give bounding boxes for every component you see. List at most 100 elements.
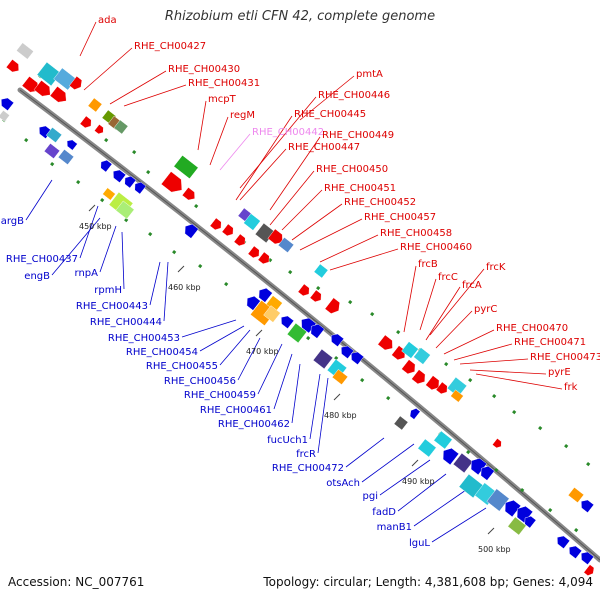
- gene-label-forward[interactable]: RHE_CH00445: [294, 109, 366, 120]
- leader-line: [379, 459, 431, 496]
- gene-label-reverse[interactable]: RHE_CH00459: [184, 390, 256, 401]
- gene-feature: [377, 334, 393, 351]
- gene-label-reverse[interactable]: RHE_CH00472: [272, 463, 344, 474]
- gene-label-forward[interactable]: RHE_CH00457: [364, 212, 436, 223]
- gene-label-forward[interactable]: frk: [564, 382, 578, 393]
- gene-label-forward[interactable]: mcpT: [208, 94, 237, 105]
- leader-line: [269, 170, 315, 226]
- gene-feature: [480, 465, 495, 481]
- gene-label-forward[interactable]: frcA: [462, 280, 482, 291]
- track-marker: [520, 487, 525, 493]
- track-marker: [468, 377, 473, 383]
- leader-line: [397, 473, 447, 512]
- gene-feature: [417, 438, 437, 458]
- gene-feature: [581, 551, 595, 565]
- gene-feature: [569, 545, 583, 559]
- gene-label-forward[interactable]: RHE_CH00473: [530, 352, 600, 363]
- track-marker: [100, 198, 105, 203]
- gene-label-forward[interactable]: ada: [98, 15, 117, 26]
- gene-feature: [557, 535, 571, 549]
- leader-line: [121, 231, 125, 290]
- gene-label-forward[interactable]: RHE_CH00450: [316, 164, 388, 175]
- backbone-arc-core: [19, 89, 600, 561]
- gene-feature: [446, 376, 468, 398]
- gene-feature: [221, 223, 234, 237]
- gene-label-reverse[interactable]: frcR: [296, 449, 316, 460]
- track-marker: [348, 300, 353, 305]
- tick-mark: [333, 393, 341, 401]
- tick-mark: [255, 329, 263, 337]
- leader-line: [79, 205, 99, 259]
- gene-label-reverse[interactable]: RHE_CH00444: [90, 317, 162, 328]
- gene-label-reverse[interactable]: argB: [1, 216, 24, 227]
- gene-label-forward[interactable]: RHE_CH00427: [134, 41, 206, 52]
- gene-feature: [246, 295, 261, 311]
- gene-feature: [173, 155, 199, 179]
- leader-line: [237, 337, 261, 381]
- gene-label-reverse[interactable]: otsAch: [326, 478, 360, 489]
- gene-feature: [258, 287, 273, 303]
- gene-label-forward[interactable]: RHE_CH00431: [188, 78, 260, 89]
- gene-feature: [209, 217, 222, 231]
- gene-label-reverse[interactable]: RHE_CH00454: [126, 347, 198, 358]
- leader-line: [209, 116, 229, 166]
- gene-label-forward[interactable]: RHE_CH00447: [288, 142, 360, 153]
- gene-label-forward[interactable]: RHE_CH00449: [322, 130, 394, 141]
- gene-label-forward[interactable]: RHE_CH00460: [400, 242, 472, 253]
- gene-feature: [583, 564, 595, 576]
- gene-label-forward[interactable]: RHE_CH00471: [514, 337, 586, 348]
- gene-label-reverse[interactable]: RHE_CH00462: [218, 419, 290, 430]
- track-marker: [198, 264, 203, 269]
- track-marker: [512, 409, 517, 415]
- track-marker: [574, 528, 579, 533]
- tick-label: 480 kbp: [324, 411, 357, 420]
- gene-label-reverse[interactable]: manB1: [377, 522, 412, 533]
- leader-line: [435, 310, 473, 349]
- tick-mark: [411, 459, 419, 467]
- track-marker: [172, 249, 177, 255]
- leader-line: [291, 203, 343, 241]
- gene-label-reverse[interactable]: RHE_CH00437: [6, 254, 78, 265]
- gene-label-reverse[interactable]: pgi: [363, 491, 378, 502]
- gene-label-forward[interactable]: pyrC: [474, 304, 497, 315]
- gene-label-forward[interactable]: pyrE: [548, 367, 571, 378]
- gene-label-reverse[interactable]: rpmH: [94, 285, 122, 296]
- track-marker: [194, 204, 199, 209]
- track-marker: [224, 281, 229, 287]
- gene-feature: [567, 487, 585, 503]
- gene-feature: [401, 341, 419, 359]
- gene-label-forward[interactable]: regM: [230, 110, 255, 121]
- tick-label: 450 kbp: [79, 222, 112, 231]
- gene-label-forward[interactable]: RHE_CH00451: [324, 183, 396, 194]
- gene-label-reverse[interactable]: RHE_CH00455: [146, 361, 218, 372]
- gene-label-forward[interactable]: pmtA: [356, 69, 383, 80]
- gene-label-reverse[interactable]: RHE_CH00443: [76, 301, 148, 312]
- gene-label-reverse[interactable]: engB: [24, 271, 50, 282]
- gene-feature: [100, 159, 113, 173]
- gene-label-forward[interactable]: RHE_CH00430: [168, 64, 240, 75]
- gene-label-forward[interactable]: frcC: [438, 272, 458, 283]
- gene-label-reverse[interactable]: RHE_CH00456: [164, 376, 236, 387]
- gene-label-forward[interactable]: frcB: [418, 259, 438, 270]
- gene-label-reverse[interactable]: fucUch1: [267, 435, 308, 446]
- track-marker: [548, 508, 553, 513]
- gene-label-forward[interactable]: RHE_CH00446: [318, 90, 390, 101]
- gene-label-reverse[interactable]: fadD: [372, 507, 396, 518]
- gene-label-reverse[interactable]: rnpA: [75, 268, 99, 279]
- gene-label-forward[interactable]: RHE_CH00452: [344, 197, 416, 208]
- leader-line: [219, 133, 251, 171]
- gene-label-reverse[interactable]: lguL: [409, 538, 430, 549]
- track-marker: [538, 426, 543, 431]
- track-marker: [146, 170, 151, 175]
- track-marker: [124, 218, 129, 223]
- gene-feature: [113, 169, 127, 183]
- gene-label-reverse[interactable]: RHE_CH00461: [200, 405, 272, 416]
- gene-label-forward[interactable]: frcK: [486, 262, 506, 273]
- gene-label-forward[interactable]: RHE_CH00470: [496, 323, 568, 334]
- gene-feature: [134, 181, 147, 195]
- gene-label-forward[interactable]: RHE_CH00442: [252, 127, 324, 138]
- gene-feature: [1, 97, 15, 111]
- gene-label-reverse[interactable]: RHE_CH00453: [108, 333, 180, 344]
- gene-label-forward[interactable]: RHE_CH00458: [380, 228, 452, 239]
